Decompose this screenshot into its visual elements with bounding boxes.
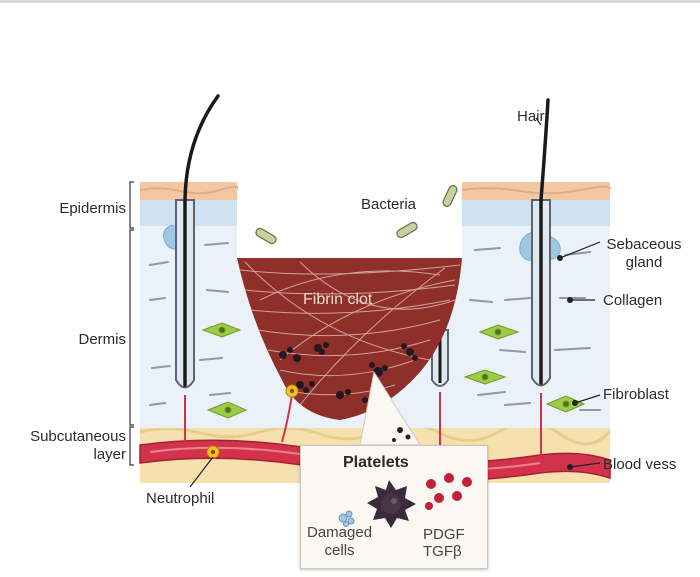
label-bacteria: Bacteria — [361, 196, 416, 213]
label-neutrophil: Neutrophil — [146, 490, 214, 507]
left-skin-surface — [140, 182, 237, 200]
damaged-cells-label: Damaged cells — [307, 524, 372, 560]
label-blood-vessel: Blood vess — [603, 456, 676, 473]
layer-brackets — [130, 182, 134, 465]
label-hair: Hair — [517, 108, 545, 125]
label-dermis: Dermis — [40, 331, 126, 348]
activated-platelet-icon — [367, 480, 416, 528]
growth-factor-pdgf: PDGF — [423, 526, 465, 543]
label-subcutaneous-line2: layer — [6, 446, 126, 463]
right-skin-surface — [462, 182, 610, 200]
bacteria — [254, 184, 458, 245]
label-fibrin-clot: Fibrin clot — [303, 291, 372, 309]
label-collagen: Collagen — [603, 292, 662, 309]
label-subcutaneous-line1: Subcutaneous — [6, 428, 126, 445]
label-fibroblast: Fibroblast — [603, 386, 669, 403]
growth-factor-dots — [425, 473, 472, 510]
label-sebaceous-line2: gland — [600, 254, 688, 271]
damaged-cells-line1: Damaged — [307, 524, 372, 542]
growth-factor-tgfb: TGFβ — [423, 543, 465, 560]
label-epidermis: Epidermis — [40, 200, 126, 217]
platelets-callout: Platelets Damaged cells PDGF TGFβ — [300, 445, 488, 569]
growth-factors-label: PDGF TGFβ — [423, 526, 465, 560]
label-sebaceous-line1: Sebaceous — [600, 236, 688, 253]
damaged-cells-line2: cells — [307, 542, 372, 560]
